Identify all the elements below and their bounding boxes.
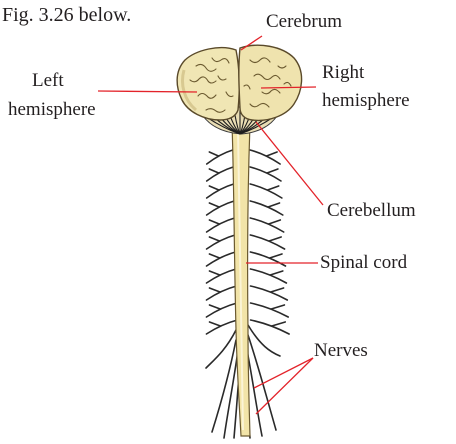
nerve-branch [209,254,219,258]
left-hemisphere-label-line2: hemisphere [8,99,96,120]
nerve-branch [267,152,278,156]
cerebrum [177,45,301,120]
nerve-branch [270,271,283,275]
cerebellum-label: Cerebellum [327,200,416,221]
cerebrum-label: Cerebrum [266,11,342,32]
nerve-branch [268,203,279,207]
nerve-branch [209,305,220,309]
nerve-branch [271,288,284,292]
nerve-branch [269,220,281,224]
nerves-leader-line-upper [254,358,313,388]
nerve-branch [209,288,220,292]
nerve-branch [272,322,285,326]
nerve-branch [268,186,279,190]
nerve-branch [270,254,282,258]
nerve-branch [209,237,219,241]
spinal-cord-label: Spinal cord [320,252,408,273]
caption-text: Fig. 3.26 below. [2,4,131,26]
nerve-branch [209,322,220,326]
nerve-branch [209,169,218,173]
nerve-branch [209,152,218,156]
nerves-leader-line-lower [256,358,313,414]
right-hemisphere [239,45,302,120]
nerve-branch [267,169,278,173]
nerve-branch [271,305,284,309]
nerve-branch [209,220,219,224]
right-hemisphere-label-line1: Right [322,62,365,83]
nerves-label: Nerves [314,340,368,361]
cerebellum-leader-line [256,122,323,205]
nerve-branch [209,203,219,207]
right-hemisphere-label-line2: hemisphere [322,90,410,111]
left-hemisphere-label-line1: Left [32,70,64,91]
nerve-branch [209,271,219,275]
nerve-branch [269,237,281,241]
nerve-branch [209,186,218,190]
